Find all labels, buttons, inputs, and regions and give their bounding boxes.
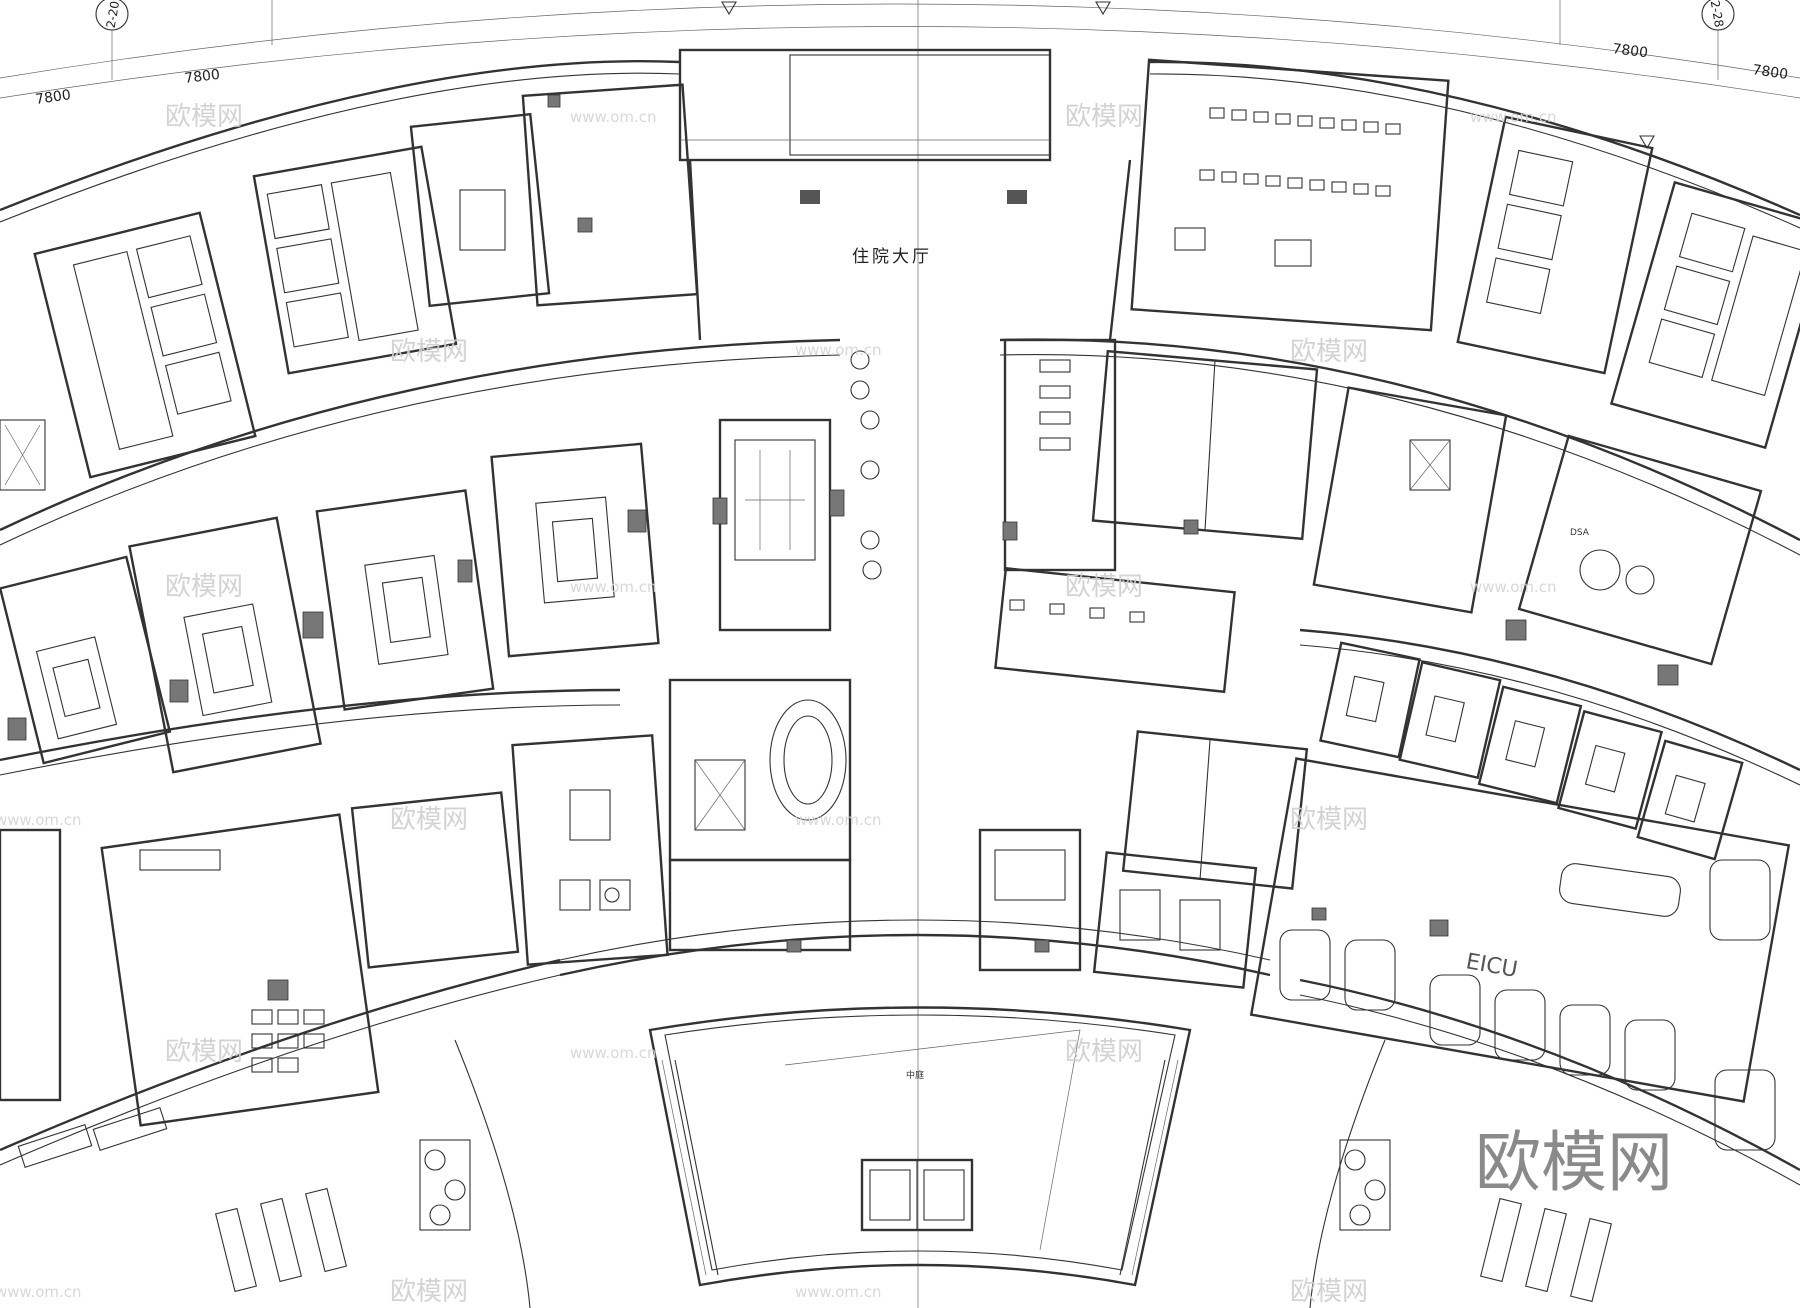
axis-marker-left: 2-20 (95, 0, 129, 31)
site-elements (214, 1039, 1613, 1308)
watermark-brand: 欧模网 (1290, 1277, 1368, 1307)
watermark-brand: 欧模网 (1065, 1037, 1143, 1067)
watermark-url: www.om.cn (1470, 578, 1557, 596)
central-stair (668, 678, 852, 953)
watermark-brand: 欧模网 (1065, 102, 1143, 132)
right-top-rooms (1130, 58, 1800, 450)
watermark-url: www.om.cn (0, 811, 82, 829)
north-markers (721, 1, 1655, 150)
watermark-brand: 欧模网 (390, 805, 468, 835)
watermark-url: www.om.cn (570, 1044, 657, 1062)
watermark-url: www.om.cn (795, 1283, 882, 1301)
dimension-label-3: 7800 (1612, 41, 1649, 61)
mri-rooms (0, 418, 845, 774)
axis-label-left: 2-20 (104, 0, 123, 29)
watermark-brand: 欧模网 (165, 572, 243, 602)
watermark-url: www.om.cn (795, 811, 882, 829)
dsa-label: DSA (1570, 528, 1590, 538)
watermark-brand: 欧模网 (1290, 337, 1368, 367)
dimension-label-1: 7800 (34, 87, 72, 108)
watermark-url: www.om.cn (0, 1283, 82, 1301)
watermark-url: www.om.cn (795, 341, 882, 359)
left-core-rooms (0, 83, 699, 491)
axis-marker-right: 2-28 (1701, 0, 1735, 31)
axis-label-right: 2-28 (1708, 0, 1727, 28)
eicu-label: EICU (1464, 949, 1519, 983)
atrium (648, 1006, 1192, 1287)
lobby-label: 住院大厅 (852, 247, 932, 267)
atrium-label: 中庭 (906, 1069, 924, 1081)
watermark-brand: 欧模网 (165, 102, 243, 132)
outer-facade (0, 48, 1800, 229)
lobby (688, 159, 1132, 580)
watermark-url: www.om.cn (1470, 108, 1557, 126)
watermark-brand: 欧模网 (1065, 572, 1143, 602)
right-lower-rooms (978, 828, 1258, 989)
right-middle-rooms (1002, 338, 1763, 686)
eicu-area (1249, 757, 1791, 1151)
dimension-label-2: 7800 (184, 67, 221, 87)
dimension-label-4: 7800 (1751, 62, 1789, 83)
left-lower-rooms (0, 734, 669, 1168)
watermark-logo: 欧模网 (1475, 1124, 1673, 1201)
watermark-brand: 欧模网 (390, 1277, 468, 1307)
ward-rooms (1319, 641, 1744, 861)
watermark-url: www.om.cn (570, 108, 657, 126)
watermark-brand: 欧模网 (1290, 805, 1368, 835)
watermarks: 欧模网 www.om.cn 欧模网 www.om.cn 欧模网 www.om.c… (0, 102, 1557, 1307)
watermark-url: www.om.cn (570, 578, 657, 596)
watermark-brand: 欧模网 (390, 337, 468, 367)
right-service-rooms (994, 566, 1309, 890)
watermark-brand: 欧模网 (165, 1037, 243, 1067)
